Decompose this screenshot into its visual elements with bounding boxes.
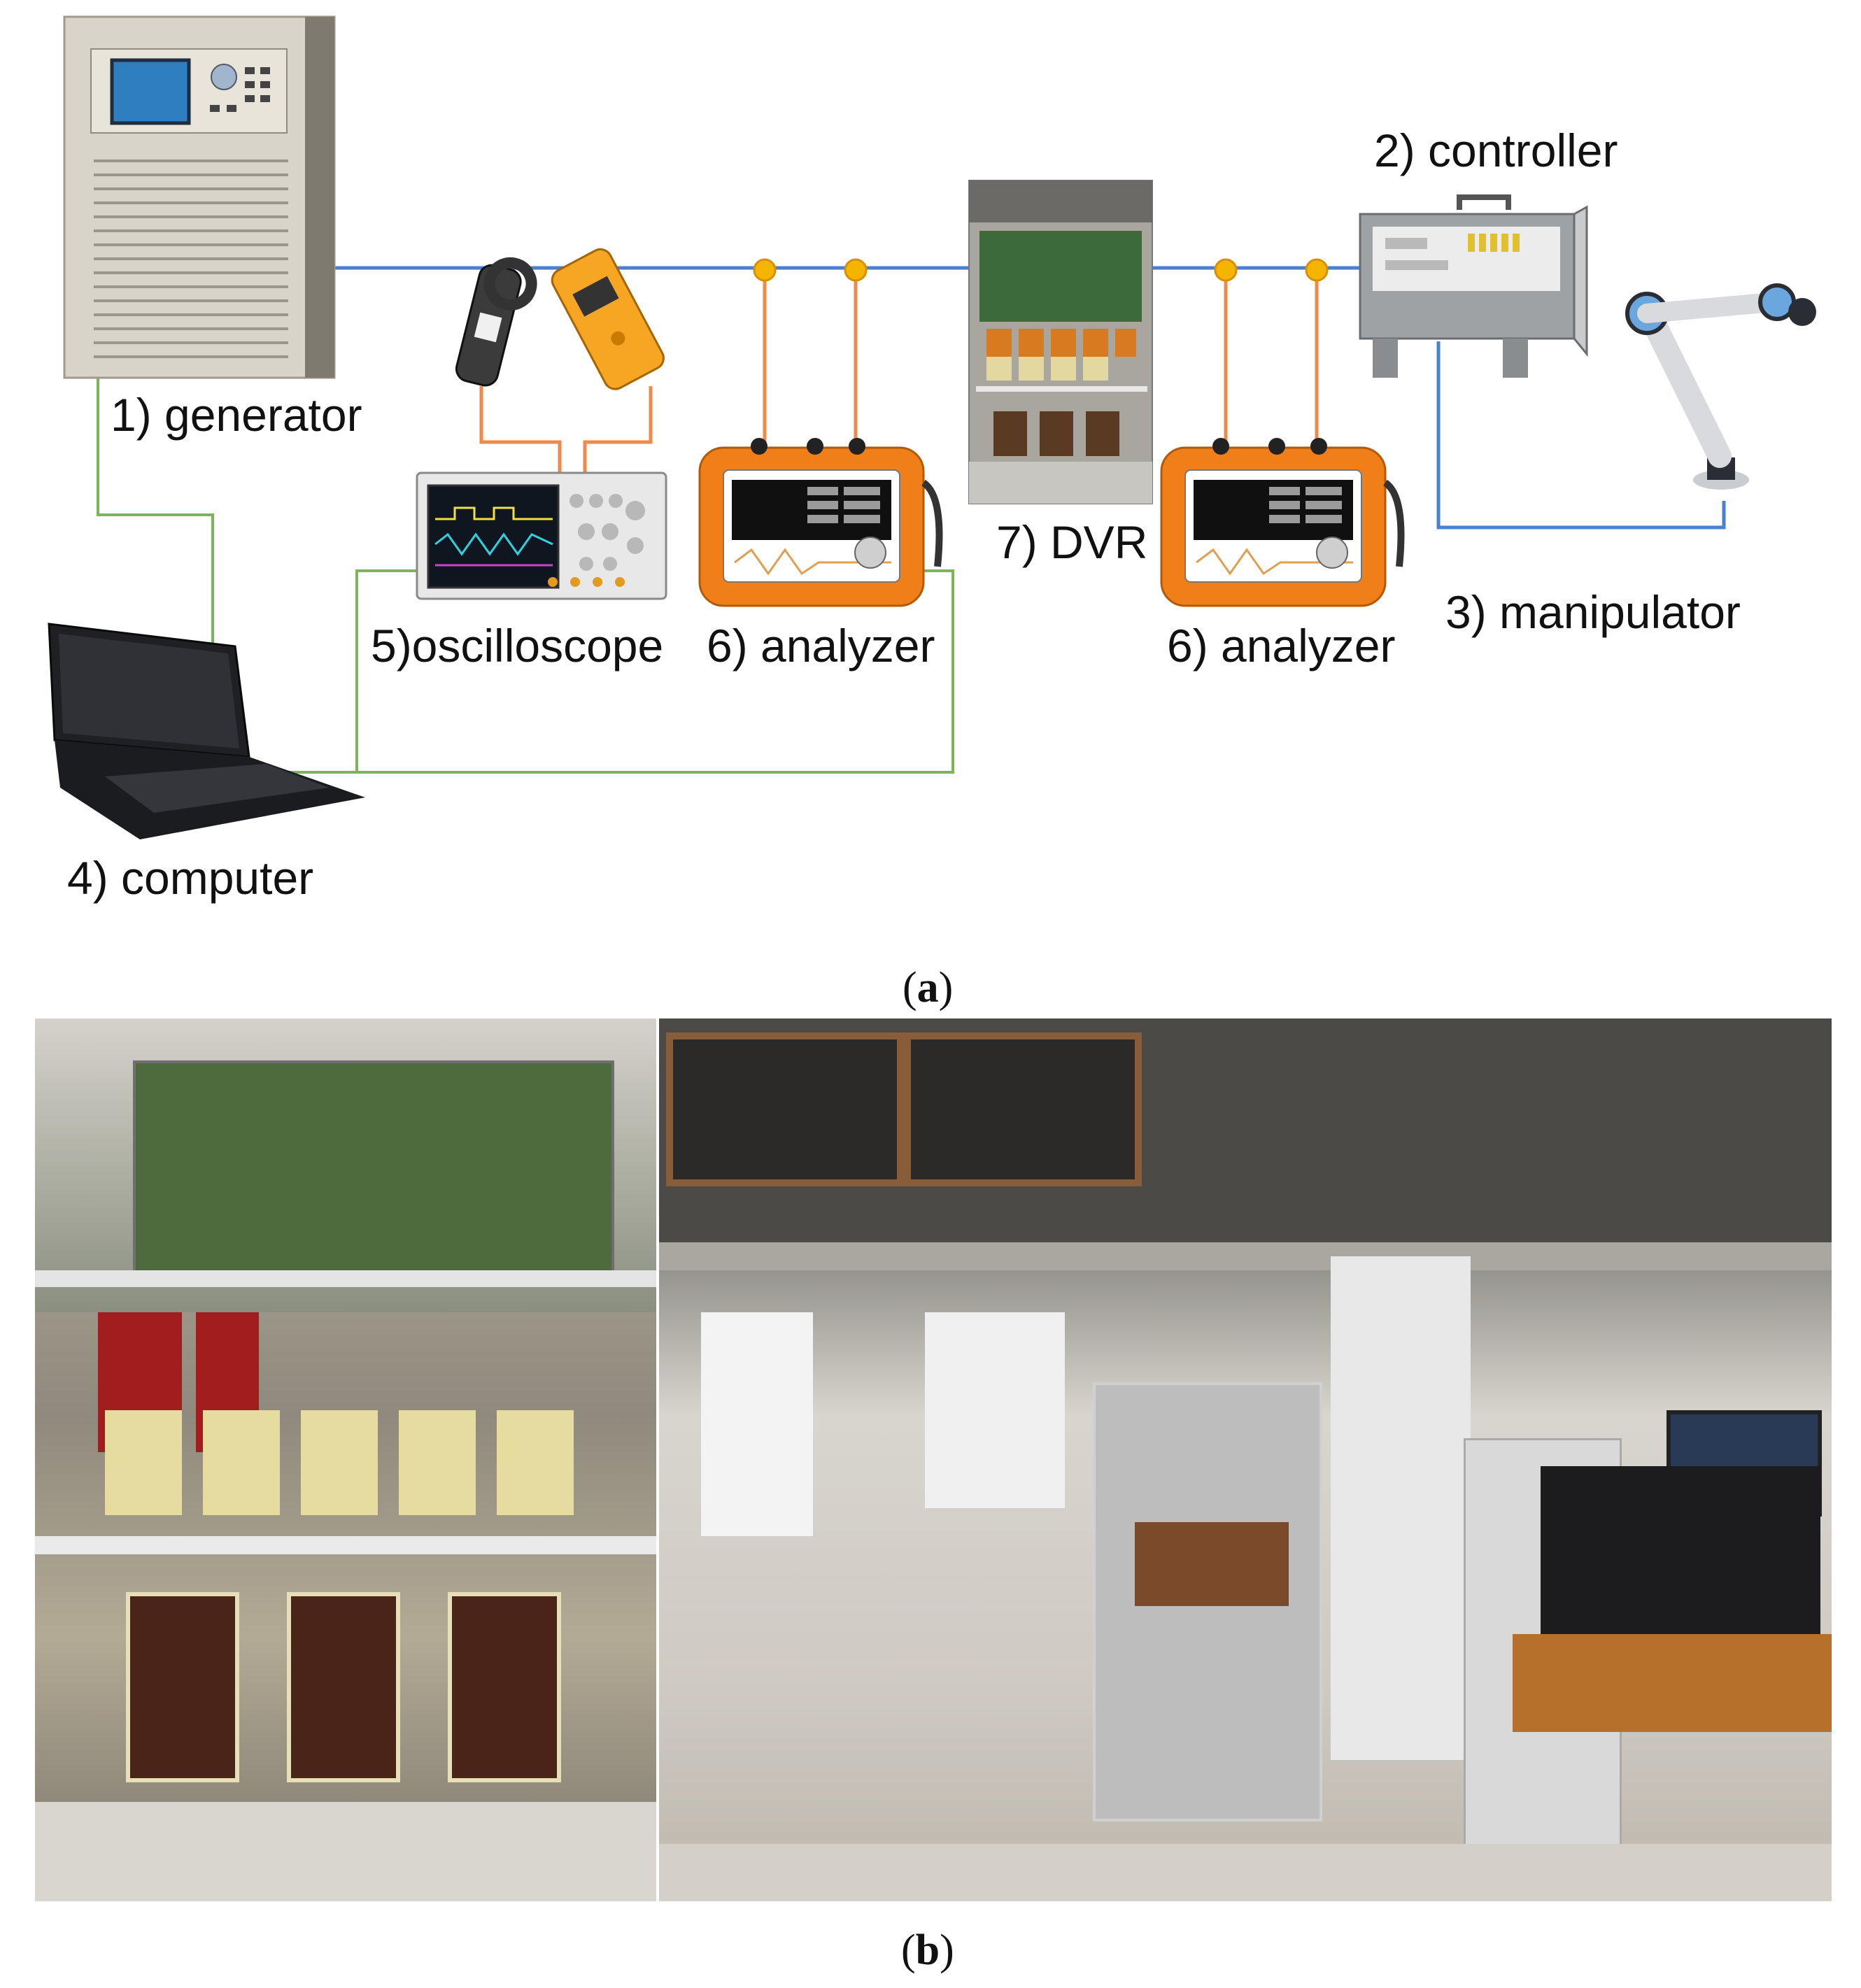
computer-label: 4) computer: [67, 852, 313, 904]
controller-label: 2) controller: [1374, 125, 1618, 176]
analyzer-left-device: [698, 438, 943, 607]
lab-overview-photo: [659, 1018, 1832, 1901]
analyzer-right-device: [1160, 438, 1405, 607]
manipulator-robot-icon: [1625, 283, 1816, 490]
analyzer-left-label: 6) analyzer: [707, 620, 935, 672]
dvr-label: 7) DVR: [996, 516, 1147, 568]
junction-dot: [753, 258, 777, 282]
junction-dot: [844, 258, 868, 282]
controller-device: [1359, 194, 1588, 378]
voltage-probe-icon: [551, 248, 665, 390]
generator-device: [63, 15, 336, 379]
junction-dot: [1214, 258, 1238, 282]
caption-b: (b): [901, 1926, 954, 1974]
junction-dot: [1305, 258, 1329, 282]
laptop-icon: [48, 623, 365, 839]
dvr-device: [968, 180, 1153, 504]
generator-label: 1) generator: [111, 389, 362, 441]
analyzer-right-label: 6) analyzer: [1167, 620, 1396, 672]
dvr-closeup-photo: [35, 1018, 656, 1901]
junction-dots: [753, 258, 1329, 282]
oscilloscope-device: [416, 471, 667, 600]
manipulator-label: 3) manipulator: [1445, 586, 1741, 638]
oscilloscope-label: 5)oscilloscope: [371, 620, 663, 672]
current-probe-icon: [455, 257, 537, 387]
caption-a: (a): [903, 964, 953, 1011]
